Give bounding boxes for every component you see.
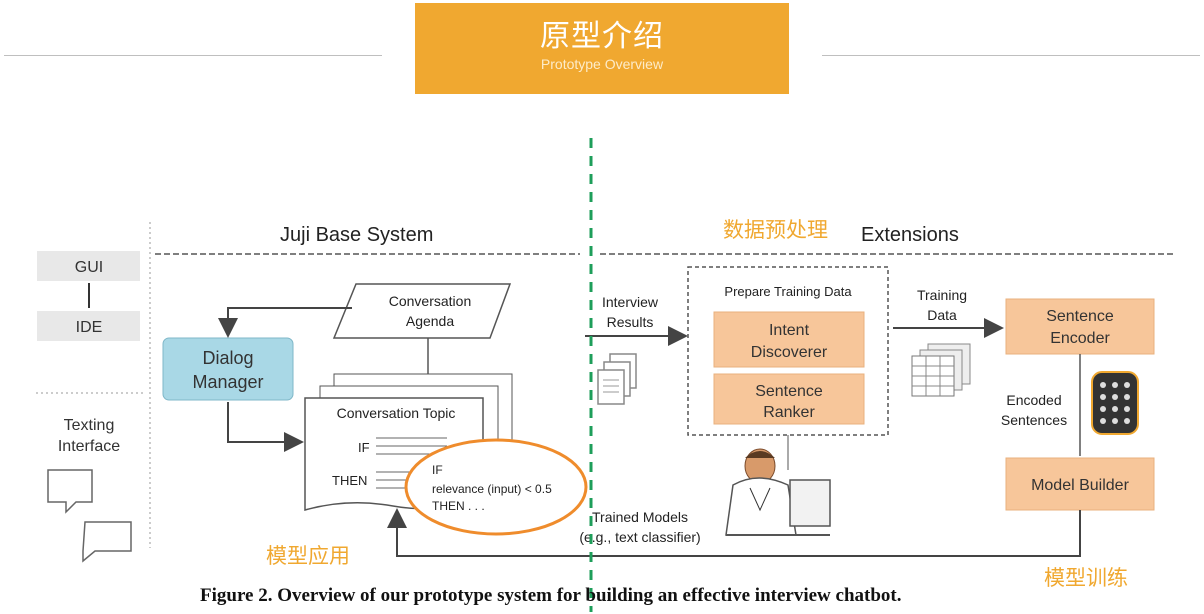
- neural-network-icon: [1091, 371, 1139, 435]
- chat-bubble-icon: [47, 469, 93, 514]
- gui-label: GUI: [75, 259, 103, 276]
- section-title-banner: 原型介绍 Prototype Overview: [415, 3, 789, 94]
- application-annotation: 模型应用: [266, 544, 350, 568]
- trained-models-arrow: [387, 508, 1081, 557]
- dialog-to-topic-arrow: [227, 402, 304, 452]
- interview-results-label-2: Results: [607, 314, 654, 330]
- dialog-manager-label-1: Dialog: [202, 348, 253, 368]
- intent-discoverer-label-1: Intent: [769, 322, 810, 339]
- header-rule-right: [822, 55, 1200, 56]
- trained-models-label-2: (e.g., text classifier): [579, 529, 700, 545]
- base-system-title: Juji Base System: [280, 224, 433, 246]
- figure-caption: Figure 2. Overview of our prototype syst…: [200, 585, 902, 606]
- encoded-sentences-label-1: Encoded: [1006, 392, 1061, 408]
- section-title-en: Prototype Overview: [540, 56, 664, 72]
- if-label: IF: [358, 440, 370, 455]
- intent-discoverer-label-2: Discoverer: [751, 344, 828, 361]
- ide-label: IDE: [76, 319, 103, 336]
- section-title-zh: 原型介绍: [540, 19, 664, 54]
- texting-interface-label-1: Texting: [64, 417, 115, 434]
- texting-interface-label-2: Interface: [58, 438, 120, 455]
- model-builder-label: Model Builder: [1031, 477, 1130, 494]
- sentence-encoder-label-2: Encoder: [1050, 330, 1110, 347]
- trained-models-label-1: Trained Models: [592, 509, 688, 525]
- rule-bubble: [404, 438, 588, 536]
- sentence-ranker-label-2: Ranker: [763, 404, 815, 421]
- gui-box: [37, 251, 140, 281]
- training-data-label-2: Data: [927, 307, 957, 323]
- conversation-agenda-shape: [332, 283, 512, 339]
- dialog-manager-label-2: Manager: [192, 372, 263, 392]
- agenda-to-dialog-arrow: [218, 307, 352, 338]
- encoded-sentences-label-2: Sentences: [1001, 412, 1067, 428]
- ide-box: [37, 311, 140, 341]
- sentence-encoder-label-1: Sentence: [1046, 308, 1114, 325]
- model-builder-box: [1005, 457, 1155, 511]
- person-at-computer-icon: [725, 448, 831, 536]
- then-label: THEN: [332, 473, 367, 488]
- intent-discoverer-box: [713, 311, 865, 368]
- conversation-topic-label: Conversation Topic: [337, 405, 456, 421]
- preprocessing-annotation: 数据预处理: [723, 218, 828, 242]
- interview-results-label-1: Interview: [602, 294, 659, 310]
- sentence-ranker-label-1: Sentence: [755, 383, 823, 400]
- chat-bubble-icon-2: [82, 521, 132, 563]
- dialog-manager-box: [162, 337, 294, 401]
- sentence-ranker-box: [713, 373, 865, 425]
- sentence-encoder-box: [1005, 298, 1155, 355]
- bubble-line-1: IF: [432, 463, 443, 477]
- bubble-line-2: relevance (input) < 0.5: [432, 482, 552, 496]
- training-annotation: 模型训练: [1044, 566, 1128, 590]
- table-grid-icon: [911, 343, 971, 397]
- training-data-label-1: Training: [917, 287, 967, 303]
- conversation-agenda-label-2: Agenda: [406, 313, 454, 329]
- document-stack-icon: [597, 353, 637, 405]
- bubble-line-3: THEN . . .: [432, 499, 485, 513]
- prepare-training-data-label: Prepare Training Data: [724, 284, 852, 299]
- header-rule-left: [4, 55, 382, 56]
- extensions-title: Extensions: [861, 224, 959, 246]
- conversation-agenda-label-1: Conversation: [389, 293, 472, 309]
